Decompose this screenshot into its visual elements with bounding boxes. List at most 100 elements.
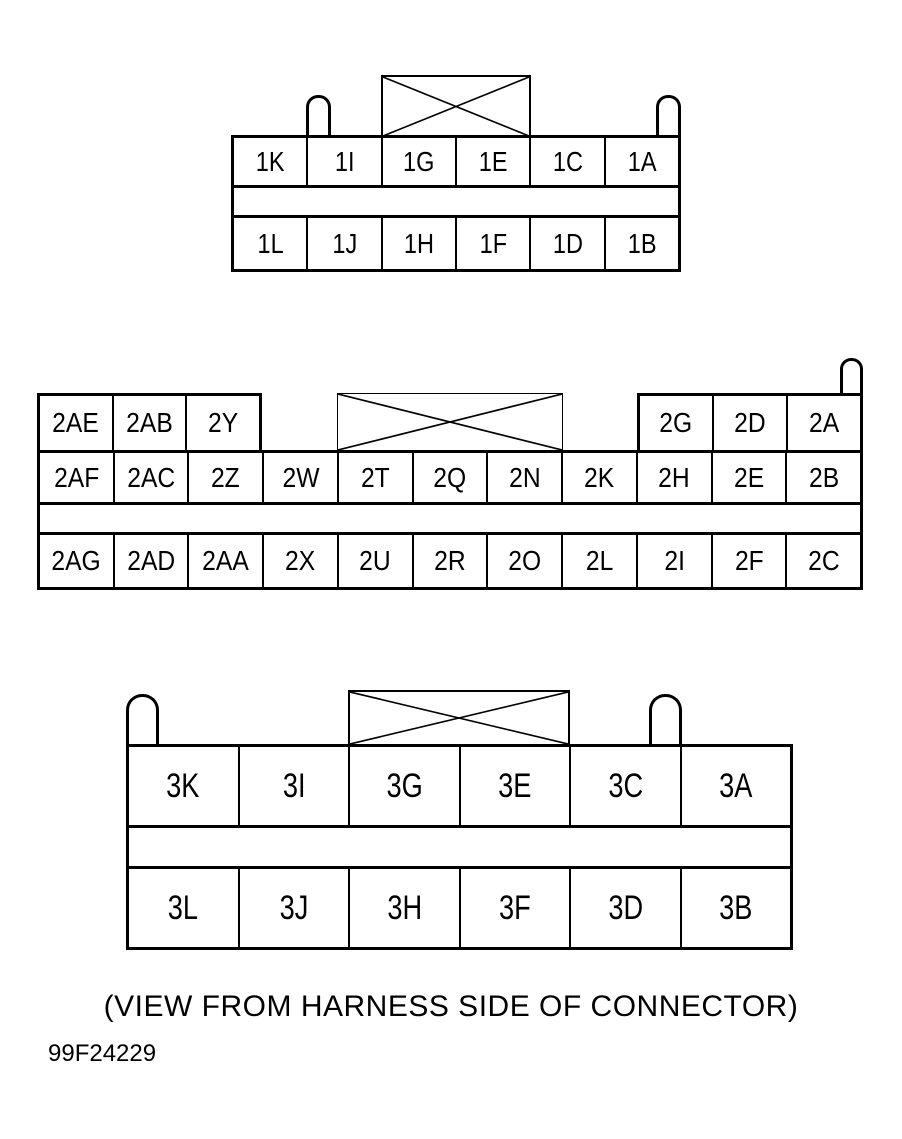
- cross-lines-icon: [383, 77, 529, 136]
- pin-cell: 2C: [785, 535, 860, 587]
- pin-cell: 1G: [380, 138, 455, 185]
- connector-2-row2: 2AF 2AC 2Z 2W 2T 2Q 2N 2K 2H 2E 2B: [37, 450, 863, 505]
- pin-cell: 3K: [129, 747, 238, 825]
- pin-cell: 2AF: [40, 453, 113, 502]
- connector-2-row1-right: 2G 2D 2A: [637, 393, 863, 450]
- pin-label: 2F: [734, 545, 764, 576]
- pin-cell: 2T: [336, 453, 412, 502]
- pin-label: 2AE: [52, 407, 100, 438]
- pin-label: 3E: [498, 766, 532, 805]
- pin-cell: 2N: [486, 453, 561, 502]
- pin-label: 2D: [734, 407, 766, 438]
- pin-label: 2Q: [433, 461, 467, 493]
- pin-cell: 3B: [679, 869, 791, 947]
- pin-cell: 2Y: [185, 396, 259, 450]
- pin-cell: 3A: [679, 747, 791, 825]
- pin-cell: 2D: [712, 396, 786, 450]
- connector-2-row3: 2AG 2AD 2AA 2X 2U 2R 2O 2L 2I 2F 2C: [37, 535, 863, 590]
- pin-label: 2G: [659, 407, 693, 438]
- pin-label: 1H: [403, 227, 434, 259]
- pin-cell: 3L: [129, 869, 238, 947]
- keying-box-icon: [381, 75, 531, 136]
- lock-tab-icon: [306, 95, 331, 136]
- cross-lines-icon: [338, 394, 562, 450]
- pin-cell: 1J: [306, 218, 380, 269]
- pin-cell: 3F: [458, 869, 570, 947]
- pin-cell: 1D: [529, 218, 603, 269]
- pin-label: 2AA: [202, 545, 250, 576]
- pin-label: 3H: [386, 888, 422, 927]
- pin-label: 2W: [282, 461, 320, 493]
- pin-cell: 2R: [411, 535, 487, 587]
- pin-label: 1B: [627, 227, 657, 259]
- pin-cell: 3C: [569, 747, 680, 825]
- pin-label: 3D: [607, 888, 643, 927]
- view-caption: (VIEW FROM HARNESS SIDE OF CONNECTOR): [103, 990, 799, 1023]
- pin-cell: 3I: [237, 747, 349, 825]
- pin-cell: 1L: [234, 218, 306, 269]
- pin-label: 2O: [508, 545, 542, 576]
- pin-cell: 2Z: [187, 453, 262, 502]
- pin-label: 1E: [478, 145, 508, 177]
- lock-tab-icon: [649, 694, 682, 744]
- pin-cell: 2E: [710, 453, 786, 502]
- connector-3-top-row: 3K 3I 3G 3E 3C 3A: [126, 744, 793, 828]
- pin-label: 3I: [282, 766, 306, 805]
- pin-label: 2AC: [127, 461, 176, 493]
- pin-cell: 3J: [237, 869, 349, 947]
- pin-label: 2Y: [208, 407, 239, 438]
- keying-box-icon: [337, 393, 563, 450]
- pin-label: 1A: [627, 145, 657, 177]
- connector-1-top-row: 1K 1I 1G 1E 1C 1A: [231, 135, 681, 188]
- pin-label: 3C: [607, 766, 643, 805]
- pin-cell: 3D: [569, 869, 680, 947]
- pin-cell: 2AG: [40, 535, 113, 587]
- lock-tab-icon: [840, 358, 863, 394]
- pin-label: 2K: [584, 461, 615, 493]
- pin-label: 2C: [807, 545, 840, 576]
- pin-cell: 1C: [529, 138, 603, 185]
- pin-label: 2Z: [211, 461, 241, 493]
- pin-label: 2U: [359, 545, 392, 576]
- connector-3-bottom-row: 3L 3J 3H 3F 3D 3B: [126, 869, 793, 950]
- pin-cell: 2AC: [112, 453, 188, 502]
- pin-label: 2H: [658, 461, 690, 493]
- pin-label: 1J: [332, 227, 357, 259]
- pin-label: 2X: [285, 545, 316, 576]
- pin-label: 1F: [479, 227, 507, 259]
- pin-cell: 1K: [234, 138, 306, 185]
- pin-label: 1D: [552, 227, 583, 259]
- pin-label: 2T: [360, 461, 390, 493]
- pin-cell: 3E: [458, 747, 570, 825]
- connector-2-row1-left: 2AE 2AB 2Y: [37, 393, 262, 450]
- pin-label: 2A: [808, 407, 840, 438]
- pin-label: 2E: [733, 461, 765, 493]
- pin-cell: 2X: [262, 535, 337, 587]
- keying-box-icon: [348, 690, 570, 744]
- pin-label: 3B: [719, 888, 753, 927]
- pin-label: 2L: [585, 545, 614, 576]
- pin-label: 3K: [166, 766, 200, 805]
- pin-label: 1C: [552, 145, 583, 177]
- pin-cell: 2B: [785, 453, 860, 502]
- connector-3-spacer-band: [126, 828, 793, 869]
- pin-cell: 3G: [348, 747, 459, 825]
- pin-label: 2AB: [126, 407, 173, 438]
- figure-code: 99F24229: [48, 1040, 157, 1067]
- pin-cell: 2AA: [187, 535, 262, 587]
- cross-lines-icon: [350, 692, 568, 744]
- pin-cell: 2AD: [112, 535, 188, 587]
- pin-cell: 1F: [454, 218, 529, 269]
- pin-cell: 2AE: [40, 396, 112, 450]
- pin-cell: 2G: [640, 396, 712, 450]
- pin-cell: 1H: [380, 218, 455, 269]
- pin-label: 2AF: [53, 461, 99, 493]
- pin-cell: 2Q: [411, 453, 487, 502]
- pin-cell: 2H: [635, 453, 711, 502]
- pin-cell: 2L: [561, 535, 636, 587]
- pin-cell: 2O: [486, 535, 561, 587]
- pin-cell: 2I: [635, 535, 711, 587]
- pin-cell: 2F: [710, 535, 786, 587]
- pin-label: 2R: [434, 545, 466, 576]
- pin-cell: 2K: [561, 453, 636, 502]
